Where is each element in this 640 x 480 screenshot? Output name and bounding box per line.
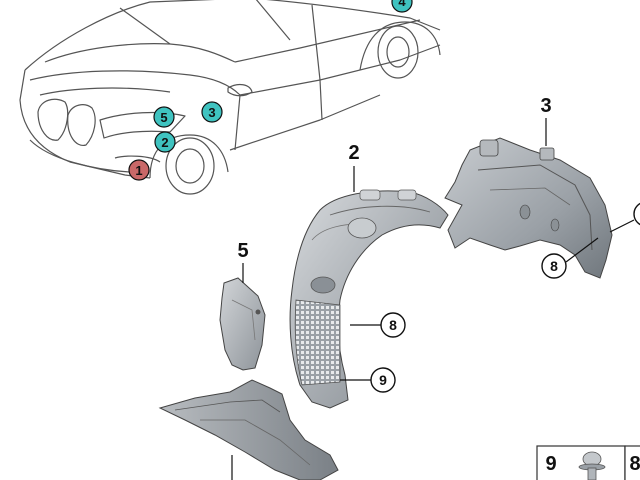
car-badge-2: 2: [154, 131, 176, 153]
callout-part-2: 2: [348, 142, 360, 192]
callout-part-3: 3: [540, 95, 552, 146]
push-rivet-icon: [578, 451, 606, 480]
svg-text:9: 9: [379, 372, 387, 388]
part-3-rear-arch-cover: [444, 137, 613, 279]
legend-cell-8: 8: [629, 453, 640, 475]
callout-part-5: 5: [237, 240, 249, 283]
fastener-legend: 9 8: [536, 445, 640, 480]
car-badge-1: 1: [128, 159, 150, 181]
car-badge-4: 4: [391, 0, 413, 13]
offscreen-ref-circle: [609, 202, 640, 233]
svg-text:8: 8: [550, 258, 558, 274]
svg-text:3: 3: [208, 105, 215, 120]
underbody-panel: [158, 379, 339, 480]
svg-text:3: 3: [540, 95, 551, 117]
car-outline: [19, 0, 441, 195]
svg-text:2: 2: [348, 142, 359, 164]
legend-cell-9: 9: [545, 453, 556, 475]
svg-text:5: 5: [237, 240, 248, 262]
ref-8-arch: 8: [350, 312, 406, 338]
svg-text:2: 2: [161, 135, 168, 150]
svg-text:1: 1: [135, 163, 142, 178]
car-badge-5: 5: [153, 106, 175, 128]
ref-9-arch: 9: [340, 367, 396, 393]
part-5-flap: [219, 277, 266, 371]
svg-text:5: 5: [160, 110, 167, 125]
svg-text:8: 8: [389, 317, 397, 333]
part-2-front-arch-cover: [289, 189, 449, 409]
car-badge-3: 3: [201, 101, 223, 123]
svg-text:4: 4: [398, 0, 406, 9]
ref-8-rear: 8: [541, 237, 599, 279]
